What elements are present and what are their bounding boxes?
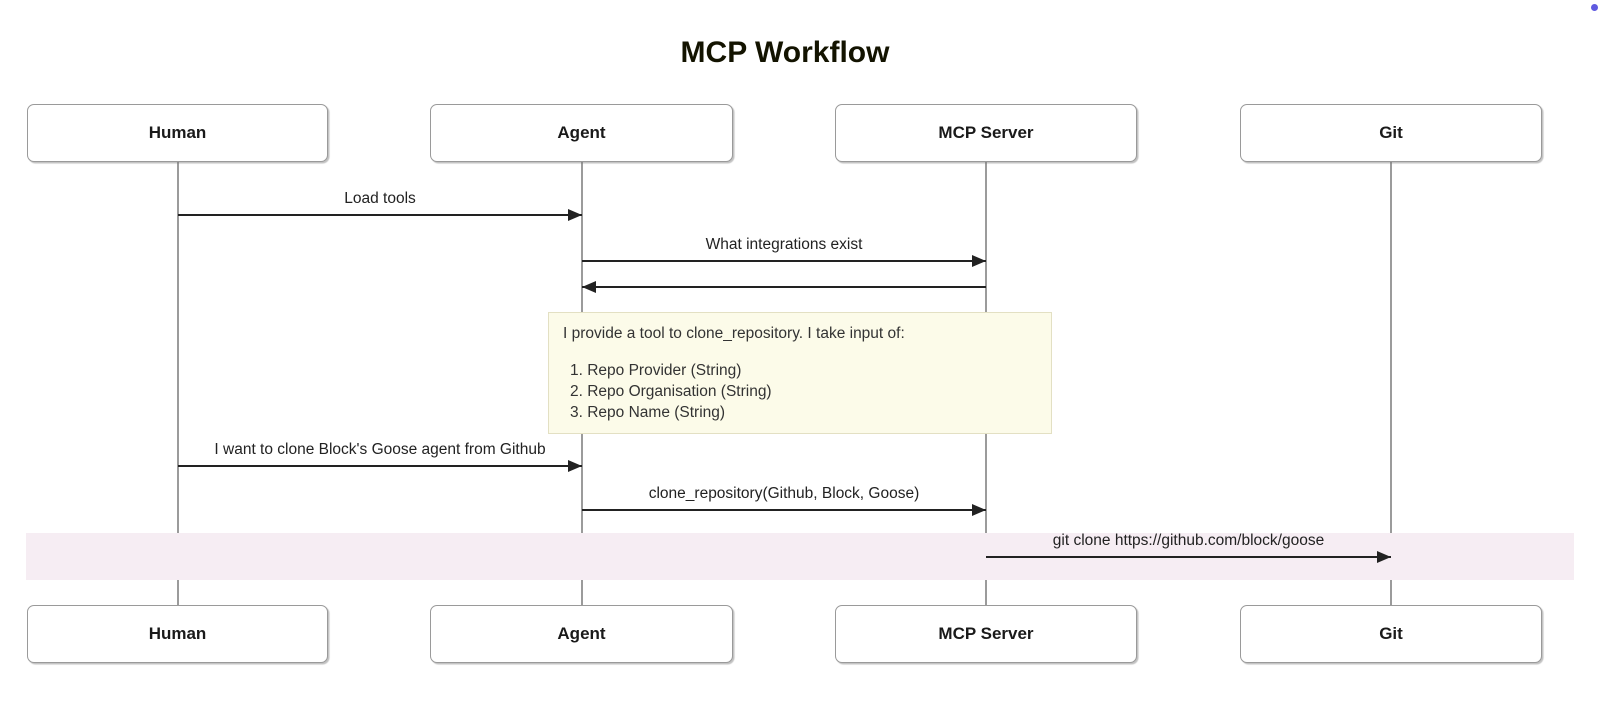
message-what-integrations-exist: What integrations exist [582, 236, 986, 267]
message-line [582, 260, 986, 262]
actor-label: Git [1379, 624, 1403, 643]
message-load-tools: Load tools [178, 190, 582, 221]
message-label: Load tools [344, 190, 416, 207]
note-intro: I provide a tool to clone_repository. I … [563, 325, 905, 342]
actor-label: Agent [557, 123, 606, 142]
arrowhead-left-icon [582, 281, 596, 293]
message-clone-repository-call: clone_repository(Github, Block, Goose) [582, 485, 986, 516]
actor-mcp-server-top: MCP Server [835, 104, 1137, 162]
message-line [582, 509, 986, 511]
actor-label: MCP Server [938, 624, 1034, 643]
actor-agent-top: Agent [430, 104, 733, 162]
note-clone-repository-tool: I provide a tool to clone_repository. I … [548, 312, 1052, 434]
arrowhead-right-icon [568, 460, 582, 472]
actor-label: MCP Server [938, 123, 1034, 142]
message-label: git clone https://github.com/block/goose [1052, 532, 1325, 549]
note-item: 3. Repo Name (String) [570, 404, 726, 421]
corner-dot [1591, 4, 1598, 11]
arrowhead-right-icon [568, 209, 582, 221]
message-line [178, 465, 582, 467]
actor-label: Human [148, 123, 207, 142]
message-line [178, 214, 582, 216]
message-integrations-response [582, 281, 986, 293]
actor-label: Agent [557, 624, 606, 643]
message-label: clone_repository(Github, Block, Goose) [648, 485, 920, 502]
diagram-title: MCP Workflow [680, 36, 890, 69]
message-git-clone: git clone https://github.com/block/goose [986, 532, 1391, 563]
actor-human-top: Human [27, 104, 328, 162]
message-line [986, 556, 1391, 558]
arrowhead-right-icon [972, 255, 986, 267]
lifeline-git [1390, 162, 1392, 605]
note-item: 2. Repo Organisation (String) [570, 383, 772, 400]
arrowhead-right-icon [972, 504, 986, 516]
lifeline-human [177, 162, 179, 605]
message-label: What integrations exist [705, 236, 863, 253]
actor-git-top: Git [1240, 104, 1542, 162]
actor-git-bottom: Git [1240, 605, 1542, 663]
message-clone-request: I want to clone Block's Goose agent from… [178, 441, 582, 472]
actor-mcp-server-bottom: MCP Server [835, 605, 1137, 663]
arrowhead-right-icon [1377, 551, 1391, 563]
message-label: I want to clone Block's Goose agent from… [214, 441, 546, 458]
actor-human-bottom: Human [27, 605, 328, 663]
message-line [582, 286, 986, 288]
actor-agent-bottom: Agent [430, 605, 733, 663]
actor-label: Human [148, 624, 207, 643]
note-item: 1. Repo Provider (String) [570, 362, 742, 379]
actor-label: Git [1379, 123, 1403, 142]
